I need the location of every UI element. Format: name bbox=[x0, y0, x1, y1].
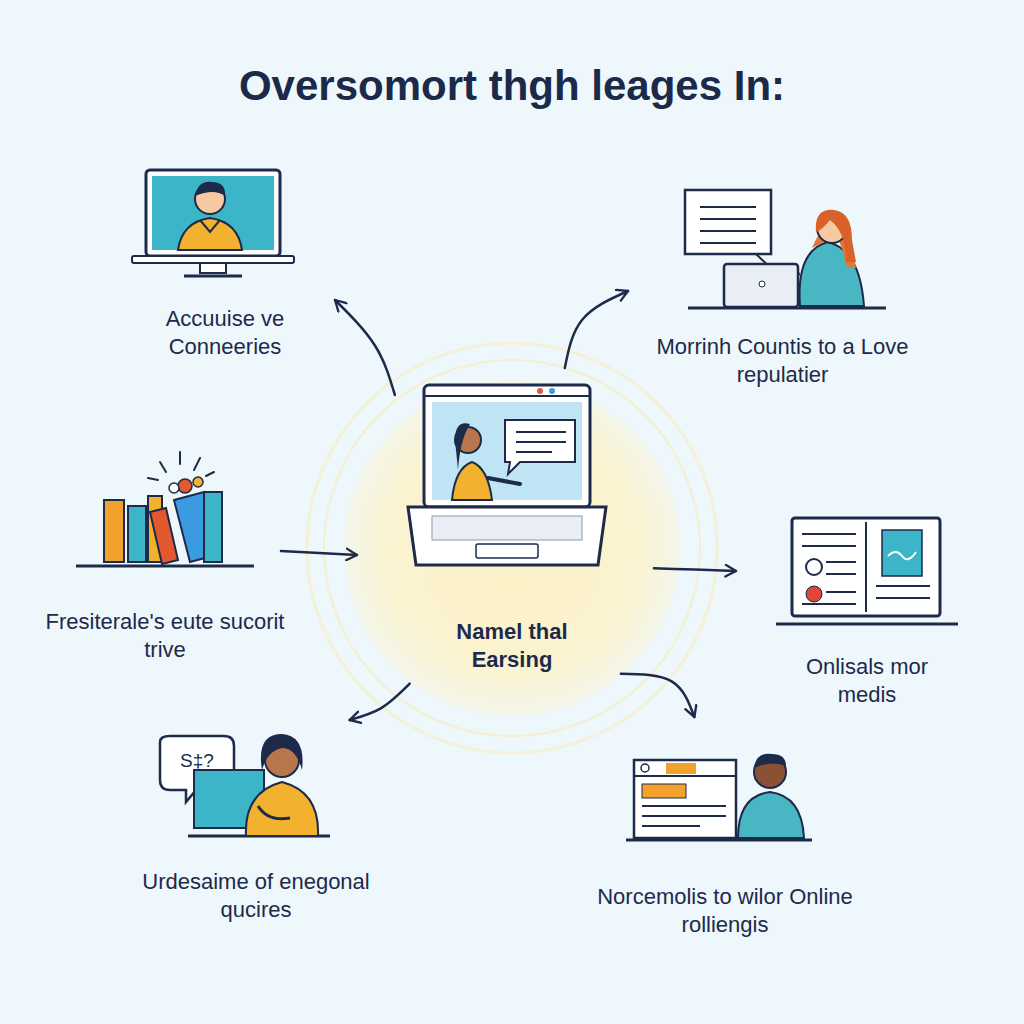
hub-label: Namel thal Earsing bbox=[427, 618, 597, 674]
topic-caption: Urdesaime of enegonal qucires bbox=[126, 868, 386, 924]
flow-arrow bbox=[621, 674, 695, 717]
topic-caption: Fresiterale's eute sucorit trive bbox=[45, 608, 285, 664]
bubble-symbol: S‡? bbox=[160, 750, 234, 772]
topic-caption: Accuuise ve Conneeries bbox=[120, 305, 330, 361]
topic-caption: Norcemolis to wilor Online rolliengis bbox=[572, 883, 878, 939]
flow-arrow bbox=[281, 551, 357, 555]
flow-arrow bbox=[565, 291, 628, 368]
topic-node: Morrinh Countis to a Love repulatier bbox=[650, 333, 915, 389]
flow-arrow bbox=[335, 300, 395, 395]
topic-caption: Morrinh Countis to a Love repulatier bbox=[650, 333, 915, 389]
topic-node: Urdesaime of enegonal qucires bbox=[126, 868, 386, 924]
topic-node: Accuuise ve Conneeries bbox=[120, 305, 330, 361]
flow-arrow bbox=[654, 568, 736, 571]
topic-node: Onlisals mor medis bbox=[776, 653, 958, 709]
topic-node: Norcemolis to wilor Online rolliengis bbox=[572, 883, 878, 939]
topic-caption: Onlisals mor medis bbox=[776, 653, 958, 709]
hub-node: Namel thal Earsing bbox=[347, 390, 677, 720]
flow-arrow bbox=[350, 684, 410, 720]
topic-node: Fresiterale's eute sucorit trive bbox=[45, 608, 285, 664]
diagram-title: Oversomort thgh leages In: bbox=[0, 62, 1024, 110]
